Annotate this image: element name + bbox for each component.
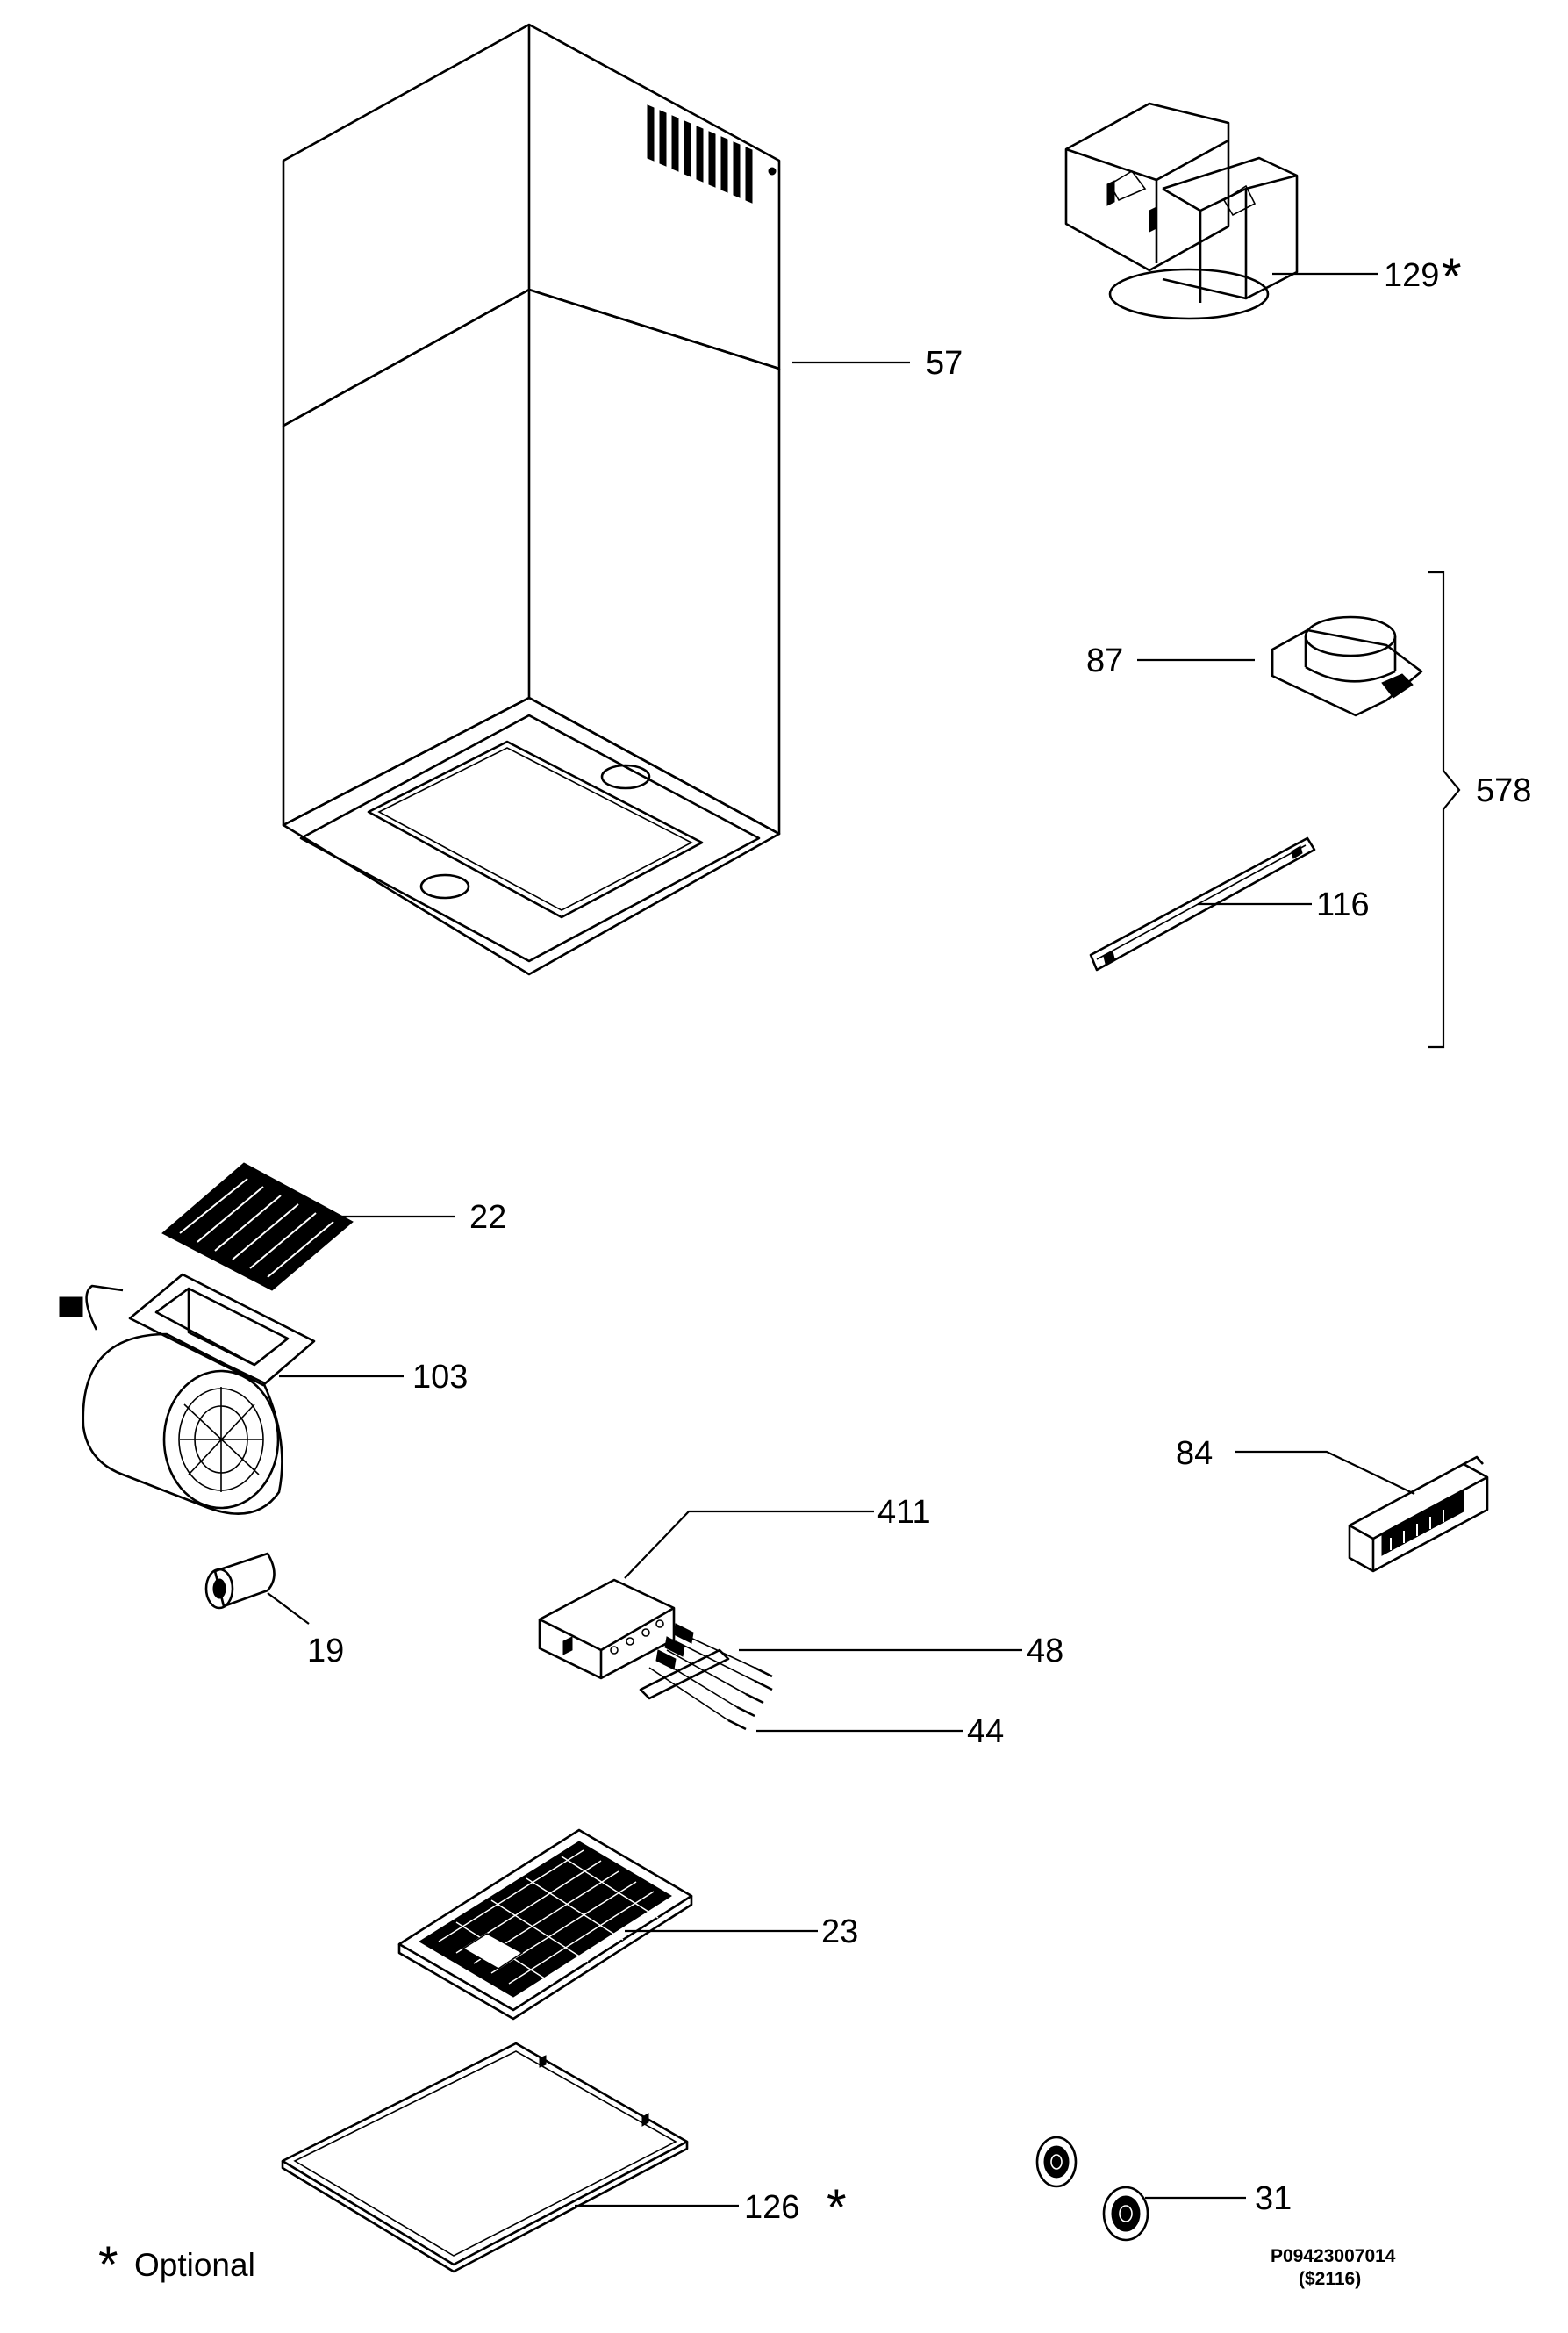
chimney-hood-drawing [282, 23, 781, 976]
carbon-filter-drawing [161, 1162, 354, 1291]
label-129: 129 [1384, 257, 1439, 294]
wire-terminals-drawing [648, 1623, 773, 1731]
label-87: 87 [1086, 642, 1123, 679]
leader-411 [624, 1510, 874, 1579]
label-48: 48 [1027, 1633, 1063, 1669]
legend-asterisk: * [98, 2236, 118, 2294]
label-578: 578 [1476, 772, 1531, 809]
label-57: 57 [926, 345, 963, 382]
switch-block-drawing [538, 1578, 730, 1700]
label-116: 116 [1316, 887, 1370, 923]
trim-strip-drawing [1089, 836, 1316, 972]
label-19: 19 [307, 1633, 344, 1669]
grease-filter-drawing [397, 1828, 693, 2021]
glass-panel-drawing [281, 2042, 689, 2273]
label-103: 103 [412, 1359, 468, 1396]
label-23: 23 [821, 1913, 858, 1950]
label-126: 126 [744, 2189, 799, 2226]
lamps-drawing [1035, 2136, 1149, 2242]
duct-diverter-drawing [1064, 102, 1299, 320]
optional-marker-126: * [827, 2179, 847, 2236]
revision-code: ($2116) [1299, 2269, 1361, 2289]
label-84: 84 [1176, 1435, 1213, 1472]
leader-84 [1235, 1450, 1415, 1495]
drawing-code: P09423007014 [1271, 2246, 1396, 2266]
transformer-drawing [1348, 1455, 1489, 1573]
label-411: 411 [877, 1494, 931, 1531]
leader-19 [267, 1592, 310, 1625]
label-31: 31 [1255, 2180, 1292, 2217]
capacitor-drawing [204, 1552, 276, 1610]
label-44: 44 [967, 1713, 1004, 1750]
brace-578 [1428, 571, 1461, 1049]
legend-optional-text: Optional [134, 2247, 255, 2283]
optional-marker-129: * [1442, 248, 1462, 305]
adapter-ring-drawing [1271, 615, 1423, 717]
label-22: 22 [469, 1199, 506, 1236]
motor-fan-drawing [59, 1273, 316, 1515]
